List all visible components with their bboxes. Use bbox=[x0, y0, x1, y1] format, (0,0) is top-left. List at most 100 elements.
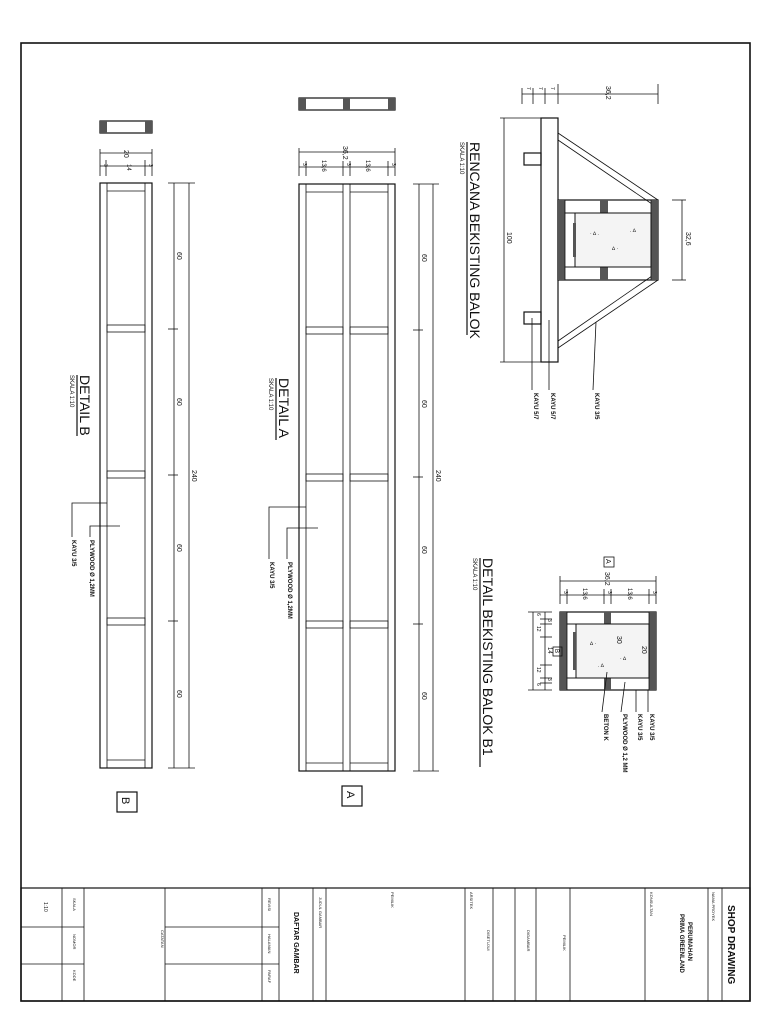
b1-marker-b-label: B bbox=[553, 649, 559, 653]
b1-dim-s1: 3 bbox=[562, 591, 568, 594]
tb-catatan: CATATAN bbox=[160, 930, 165, 948]
tb-judul-gambar: JUDUL GAMBAR bbox=[318, 897, 323, 928]
title-block: SHOP DRAWING NAMA PROYEK PERUMAHAN PRIMA… bbox=[20, 887, 751, 1002]
b1-label-plywood: PLYWOOD Ø 1,2 MM bbox=[621, 714, 627, 772]
detail-a-dim-s1: 3 bbox=[301, 163, 307, 166]
detail-a-seg-3: 60 bbox=[420, 546, 427, 554]
tb-skala-val: 1:10 bbox=[42, 902, 48, 912]
b1-dim-left-7: 6 bbox=[535, 683, 541, 686]
detail-b-seg-1: 60 bbox=[175, 252, 182, 260]
detail-bekisting-balok-b1: A 36,2 13,6 13,6 3 3 3 ∆ · · ∆ . ∆ 30 20 bbox=[471, 556, 657, 772]
detail-a-dim-s2: 3 bbox=[345, 163, 351, 166]
detail-b-section bbox=[99, 120, 153, 134]
tb-konsultan: KONSULTAN bbox=[649, 892, 654, 916]
detail-b-marker-label: B bbox=[119, 797, 131, 804]
detail-a-marker-label: A bbox=[344, 791, 356, 799]
tb-project-name-2: PRIMA GREENLAND bbox=[678, 914, 684, 973]
tb-revisi: REVISI bbox=[267, 898, 272, 911]
b1-marker-a-label: A bbox=[604, 559, 611, 564]
tb-pemilik2: PEMILIK bbox=[390, 892, 395, 908]
detail-b-marker bbox=[116, 791, 138, 813]
b1-label-kayu35: KAYU 3/5 bbox=[648, 714, 654, 741]
rencana-label-kayu35: KAYU 3/5 bbox=[593, 393, 599, 420]
detail-b-length: 240 bbox=[190, 470, 197, 482]
tb-nomor: NOMOR bbox=[72, 934, 77, 949]
svg-text:∆ ·: ∆ · bbox=[612, 246, 618, 252]
b1-dim-20: 20 bbox=[640, 646, 647, 654]
b1-dim-s3: 3 bbox=[651, 591, 657, 594]
detail-a-marker bbox=[341, 785, 363, 807]
b1-label-beton: BETON K bbox=[602, 714, 608, 742]
detail-a-dim-total: 36,2 bbox=[341, 146, 348, 160]
b1-dim-left-6: 3 bbox=[546, 678, 552, 681]
rencana-dim-100: 100 bbox=[505, 232, 512, 244]
detail-b: 20 14 3 3 60 60 60 60 240 DETAIL B SKALA… bbox=[68, 120, 197, 813]
b1-marker-b bbox=[552, 646, 563, 657]
rencana-bekisting-balok: 7 7 7 36,2 · ∆ . ∆ · . ∆ 32,6 bbox=[458, 84, 691, 420]
tb-arsitek: ARSITEK bbox=[469, 892, 474, 909]
b1-marker-a bbox=[603, 556, 615, 568]
tb-halaman: HALAMAN bbox=[267, 934, 272, 953]
detail-a-length: 240 bbox=[434, 470, 441, 482]
tb-paraf: PARAF bbox=[267, 970, 272, 984]
rencana-title: RENCANA BEKISTING BALOK bbox=[467, 142, 483, 339]
tb-pemilik: PEMILIK bbox=[562, 935, 567, 951]
detail-b-title: DETAIL B bbox=[77, 375, 93, 436]
tb-digambar: DIGAMBAR bbox=[526, 930, 531, 951]
detail-b-dim-inner: 14 bbox=[125, 164, 131, 171]
b1-dim-left-4: 14 bbox=[546, 647, 552, 654]
rencana-scale: SKALA 1:10 bbox=[458, 142, 464, 175]
tb-disetujui: DISETUJUI bbox=[486, 930, 491, 951]
detail-a-label-kayu: KAYU 3/5 bbox=[268, 562, 274, 589]
detail-b-dim-small-r: 3 bbox=[147, 164, 153, 167]
rencana-label-kayu57-a: KAYU 5/7 bbox=[532, 393, 538, 420]
tb-kode: KODE bbox=[72, 970, 77, 982]
svg-text:. ∆: . ∆ bbox=[630, 228, 637, 234]
tb-skala: SKALA bbox=[72, 898, 77, 911]
detail-b-dim-total: 20 bbox=[122, 150, 129, 158]
rencana-dim-7b: 7 bbox=[537, 87, 543, 90]
b1-scale: SKALA 1:10 bbox=[471, 558, 477, 591]
b1-dim-left-5: 12 bbox=[535, 667, 541, 673]
b1-dim-left-2: 3 bbox=[546, 619, 552, 622]
detail-b-label-kayu: KAYU 3/5 bbox=[70, 540, 76, 567]
tb-project-name-1: PERUMAHAN bbox=[686, 922, 692, 961]
detail-a-label-plywood: PLYWOOD Ø 1,2MM bbox=[286, 562, 292, 619]
rencana-label-kayu57-b: KAYU 5/7 bbox=[549, 393, 555, 420]
tb-nama-proyek: NAMA PROYEK bbox=[711, 892, 716, 921]
b1-dim-top: 36,2 bbox=[603, 572, 610, 586]
tb-daftar-gambar: DAFTAR GAMBAR bbox=[292, 912, 299, 974]
tb-shop-drawing: SHOP DRAWING bbox=[725, 905, 736, 984]
detail-a-seg-2: 60 bbox=[420, 400, 427, 408]
detail-b-seg-2: 60 bbox=[175, 398, 182, 406]
rencana-dim-top: 36,2 bbox=[604, 86, 611, 100]
b1-label-kayu35-b: KAYU 3/5 bbox=[636, 714, 642, 741]
detail-b-label-plywood: PLYWOOD Ø 1,2MM bbox=[88, 540, 94, 597]
detail-a-dim-left: 13,6 bbox=[320, 160, 326, 172]
detail-a-seg-4: 60 bbox=[420, 692, 427, 700]
b1-dim-left-3: 12 bbox=[535, 626, 541, 632]
detail-a-dim-right: 13,6 bbox=[364, 160, 370, 172]
rencana-dim-height: 32,6 bbox=[684, 232, 691, 246]
detail-b-seg-4: 60 bbox=[175, 690, 182, 698]
b1-dim-s2: 3 bbox=[606, 591, 612, 594]
detail-a-dim-s3: 3 bbox=[390, 163, 396, 166]
b1-dim-30: 30 bbox=[615, 636, 622, 644]
b1-title: DETAIL BEKISTING BALOK B1 bbox=[480, 558, 496, 756]
rencana-dim-7c: 7 bbox=[549, 87, 555, 90]
detail-b-scale: SKALA 1:10 bbox=[68, 375, 74, 408]
svg-text:∆ ·: ∆ · bbox=[590, 641, 596, 647]
rencana-dim-7a: 7 bbox=[525, 87, 531, 90]
svg-text:. ∆: . ∆ bbox=[598, 663, 605, 669]
detail-a-title: DETAIL A bbox=[276, 378, 292, 439]
detail-b-seg-3: 60 bbox=[175, 544, 182, 552]
svg-text:· ∆ .: · ∆ . bbox=[590, 231, 599, 237]
b1-dim-top-r: 13,6 bbox=[626, 588, 632, 600]
svg-text:· ∆: · ∆ bbox=[620, 656, 627, 662]
detail-a: 36,2 13,6 13,6 3 3 3 60 60 60 60 240 bbox=[267, 97, 441, 807]
detail-a-scale: SKALA 1:10 bbox=[267, 378, 273, 411]
detail-a-seg-1: 60 bbox=[420, 254, 427, 262]
b1-dim-left-1: 6 bbox=[535, 613, 541, 616]
sheet-border bbox=[20, 42, 751, 1002]
